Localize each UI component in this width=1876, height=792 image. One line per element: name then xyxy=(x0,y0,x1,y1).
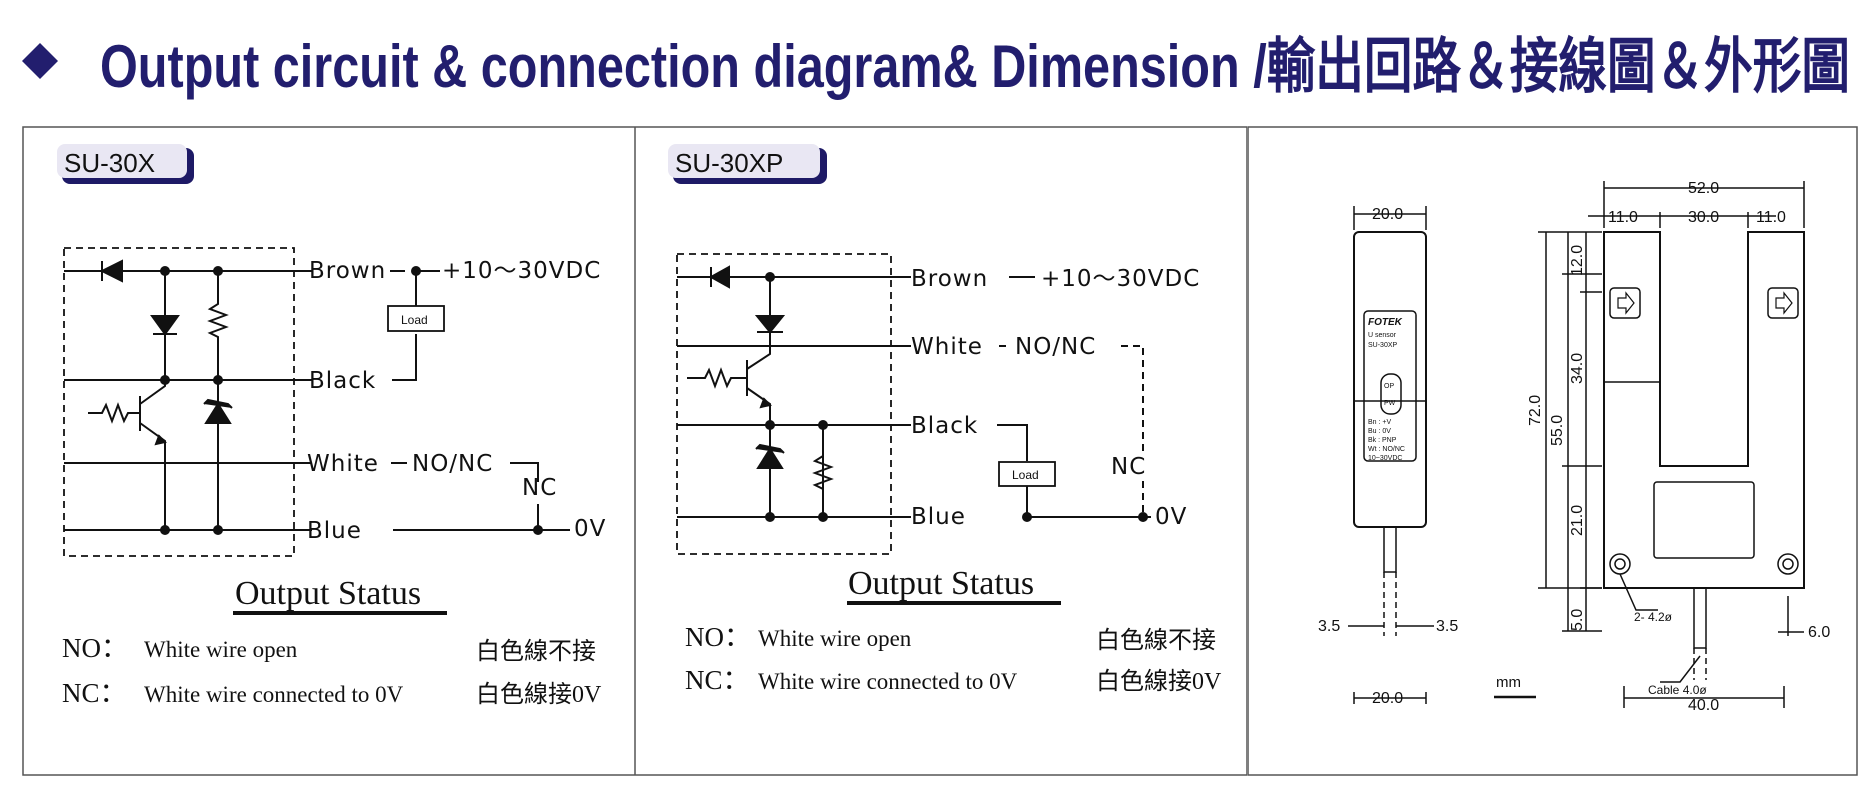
mount-hole-icon xyxy=(1609,553,1631,575)
front-mid: 55.0 xyxy=(1549,415,1566,446)
zero-volt-label: 0V xyxy=(1155,504,1187,530)
front-top-gap: 12.0 xyxy=(1569,245,1586,276)
front-slot: 30.0 xyxy=(1688,209,1719,226)
wire-black-label: Black xyxy=(309,368,376,394)
resistor-icon xyxy=(207,271,229,380)
side-right: 3.5 xyxy=(1436,618,1458,635)
model-name: SU-30XP xyxy=(675,148,783,178)
front-arm-left: 11.0 xyxy=(1608,209,1638,226)
label-bk: Bk : PNP xyxy=(1368,437,1397,444)
load-label: Load xyxy=(401,313,428,327)
hole-label: 2- 4.2ø xyxy=(1634,610,1673,624)
status-zh-no: 白色線不接 xyxy=(1096,627,1216,654)
load-box xyxy=(998,461,1056,487)
wire-white-label: White xyxy=(307,451,379,477)
panel-su-30x: SU-30X xyxy=(22,126,636,776)
wire-white-label: White xyxy=(911,334,983,360)
arrow-right-icon xyxy=(1767,287,1799,319)
cable-label: Cable 4.0ø xyxy=(1648,683,1707,697)
wire-brown-label: Brown xyxy=(911,266,988,292)
diode-icon xyxy=(754,315,786,334)
zener-icon xyxy=(203,398,233,424)
front-base: 40.0 xyxy=(1688,697,1719,714)
unit-label: mm xyxy=(1496,674,1521,691)
diamond-bullet-icon xyxy=(22,43,58,79)
supply-label: +10～30VDC xyxy=(442,258,601,284)
status-key-nc: NC： xyxy=(685,665,750,695)
nonc-label: NO/NC xyxy=(412,451,493,477)
front-slot-depth: 34.0 xyxy=(1569,353,1586,384)
zener-icon xyxy=(755,443,785,469)
front-height: 72.0 xyxy=(1527,395,1544,426)
zero-volt-label: 0V xyxy=(574,516,606,542)
side-view: FOTEK U sensor SU-30XP OP PW Bn : +V Bu … xyxy=(1353,231,1427,636)
diode-icon xyxy=(708,265,730,289)
status-key-nc: NC： xyxy=(62,678,127,708)
page-title: Output circuit & connection diagram& Dim… xyxy=(22,18,1862,108)
label-bn: Bn : +V xyxy=(1368,419,1391,426)
status-zh-nc: 白色線接0V xyxy=(1096,668,1222,695)
panel-su-30xp: SU-30XP Brown White Black Blu xyxy=(634,126,1248,776)
label-type: U sensor xyxy=(1368,332,1397,339)
resistor-icon xyxy=(812,442,834,517)
nc-label: NC xyxy=(522,475,557,501)
label-wt: Wt : NO/NC xyxy=(1368,446,1405,453)
status-key-no: NO： xyxy=(685,622,751,652)
front-bottom: 5.0 xyxy=(1569,609,1586,631)
status-text-nc: White wire connected to 0V xyxy=(758,669,1018,694)
supply-label: +10～30VDC xyxy=(1041,266,1200,292)
label-model: SU-30XP xyxy=(1368,342,1398,349)
output-status-title: Output Status xyxy=(848,565,1034,602)
label-op: OP xyxy=(1384,383,1394,390)
status-zh-nc: 白色線接0V xyxy=(476,681,602,708)
front-arm-right: 11.0 xyxy=(1756,209,1786,226)
diode-icon xyxy=(150,315,180,336)
wire-blue-label: Blue xyxy=(307,518,362,544)
resistor-icon xyxy=(88,402,140,424)
model-name: SU-30X xyxy=(64,148,155,178)
mount-hole-icon xyxy=(1777,553,1799,575)
label-pw: PW xyxy=(1384,400,1396,407)
side-left: 3.5 xyxy=(1318,618,1340,635)
nonc-label: NO/NC xyxy=(1015,334,1096,360)
front-view xyxy=(1603,231,1805,680)
diagram-frame: SU-30X xyxy=(22,126,1858,776)
output-status-title: Output Status xyxy=(235,575,421,612)
load-label: Load xyxy=(1012,468,1039,482)
side-width-bottom: 20.0 xyxy=(1372,690,1403,707)
status-zh-no: 白色線不接 xyxy=(476,638,596,665)
title-text: Output circuit & connection diagram& Dim… xyxy=(100,33,1850,100)
wire-black-label: Black xyxy=(911,413,978,439)
status-text-no: White wire open xyxy=(144,637,298,662)
arrow-right-icon xyxy=(1609,287,1641,319)
model-tag: SU-30XP xyxy=(668,144,827,184)
resistor-icon xyxy=(687,367,747,389)
front-width: 52.0 xyxy=(1688,180,1719,197)
front-lower: 21.0 xyxy=(1569,505,1586,536)
transistor-icon xyxy=(139,380,166,530)
status-key-no: NO： xyxy=(62,633,128,663)
wire-blue-label: Blue xyxy=(911,504,966,530)
hole-offset: 6.0 xyxy=(1808,624,1830,641)
status-text-no: White wire open xyxy=(758,626,912,651)
side-width-top: 20.0 xyxy=(1372,206,1403,223)
status-text-nc: White wire connected to 0V xyxy=(144,682,404,707)
label-bu: Bu : 0V xyxy=(1368,428,1391,435)
model-tag: SU-30X xyxy=(57,144,194,184)
wire-brown-label: Brown xyxy=(309,258,386,284)
diode-icon xyxy=(99,259,123,283)
panel-dimension: FOTEK U sensor SU-30XP OP PW Bn : +V Bu … xyxy=(1247,126,1858,776)
load-box xyxy=(387,305,445,332)
label-volt: 10~30VDC xyxy=(1368,455,1402,462)
nc-label: NC xyxy=(1111,454,1146,480)
label-brand: FOTEK xyxy=(1368,317,1403,328)
